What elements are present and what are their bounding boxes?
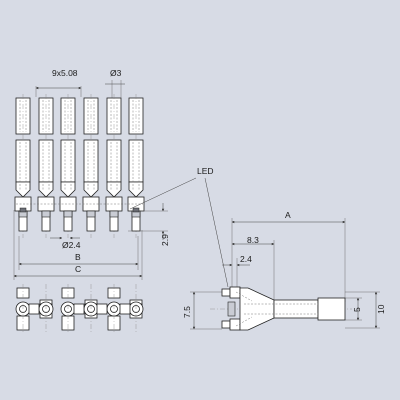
- width-c-label: C: [75, 264, 81, 274]
- width-c-dimension: C: [13, 210, 143, 280]
- pin-housing: [82, 94, 100, 238]
- diameter-top-label: Ø3: [110, 68, 122, 78]
- pin-housing: [105, 94, 123, 238]
- diameter-pin-label: Ø2.4: [62, 240, 81, 250]
- diameter-pin-dimension: Ø2.4: [50, 236, 81, 250]
- pin-housing: [14, 94, 32, 238]
- pin-offset-dimension: 2.9: [128, 203, 170, 246]
- height-75-label: 7.5: [182, 306, 192, 318]
- length-24-label: 2.4: [240, 254, 252, 264]
- front-view: [14, 94, 145, 238]
- bottom-link: [96, 303, 108, 315]
- pitch-dimension: 9x5.08: [35, 68, 82, 97]
- diameter-top-dimension: Ø3: [105, 68, 125, 98]
- bottom-view: [15, 284, 144, 334]
- pin-housing: [59, 94, 77, 238]
- width-b-label: B: [75, 252, 81, 262]
- pin-housing: [127, 94, 145, 238]
- pin-bottom: [83, 284, 99, 334]
- pin-bottom: [15, 284, 31, 334]
- pin-bottom: [128, 284, 144, 334]
- bottom-link: [28, 303, 40, 315]
- pin-bottom: [60, 284, 76, 334]
- height-10-label: 10: [376, 304, 386, 314]
- led-callout: LED: [129, 166, 229, 288]
- bottom-link: [73, 303, 85, 315]
- height-5-label: 5: [352, 307, 362, 312]
- pin-bottom: [106, 284, 122, 334]
- pin-housing: [37, 94, 55, 238]
- width-b-dimension: B: [18, 236, 139, 270]
- length-a-label: A: [285, 210, 291, 220]
- length-83-label: 8.3: [247, 235, 259, 245]
- side-view: A 8.3 2.4 7.5 5 10: [182, 210, 386, 331]
- pitch-label: 9x5.08: [52, 68, 78, 78]
- bottom-link: [119, 303, 131, 315]
- led-label: LED: [197, 166, 214, 176]
- pin-offset-label: 2.9: [160, 234, 170, 246]
- pin-bottom: [38, 284, 54, 334]
